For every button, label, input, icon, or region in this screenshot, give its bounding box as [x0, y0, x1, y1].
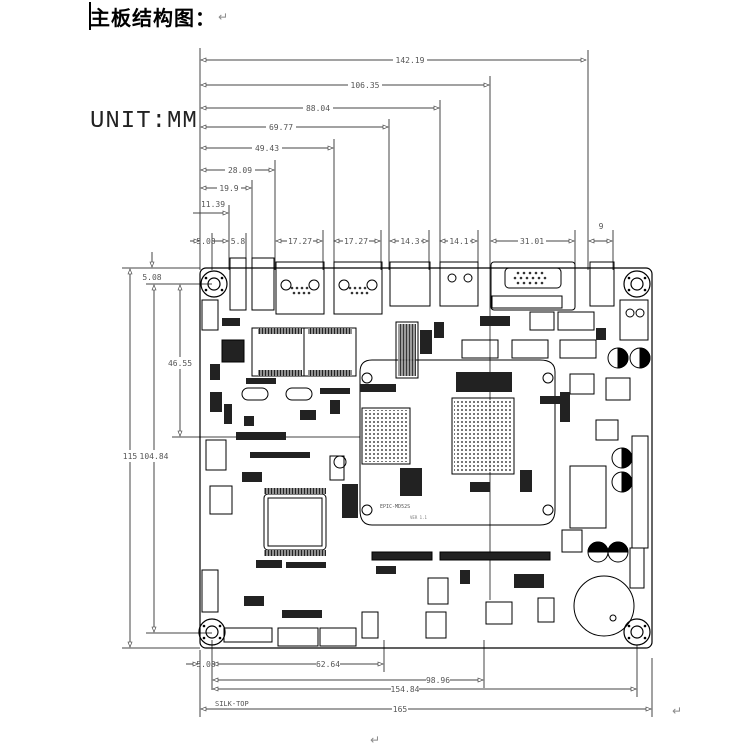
inductor-1 — [569, 373, 595, 395]
switch — [329, 455, 345, 481]
board-version-label: VER 1.1 — [410, 515, 427, 520]
text-cursor — [89, 2, 91, 30]
dim-62-64: 62.64 — [316, 660, 340, 669]
dim-154-84: 154.84 — [391, 685, 420, 694]
pin-header-right-small — [629, 547, 645, 589]
dim-88-04: 88.04 — [306, 104, 330, 113]
header-left-mid — [205, 439, 227, 471]
memory-slot-2 — [303, 327, 357, 377]
dim-14-3: 14.3 — [400, 237, 419, 246]
board-model-label: EPIC-MD52S — [380, 504, 410, 510]
mounting-hole-bl — [198, 618, 226, 646]
inductor-2 — [605, 377, 631, 401]
dim-165: 165 — [393, 705, 408, 714]
pin-header-right — [631, 435, 649, 549]
bottom-inductor-2 — [427, 577, 449, 605]
paragraph-mark: ↵ — [370, 733, 381, 747]
bottom-regulator — [485, 601, 513, 625]
vga-pins — [513, 271, 547, 285]
bga-chip-cpu — [451, 397, 515, 475]
crystal-1 — [241, 387, 269, 401]
mounting-hole-tr — [623, 270, 651, 298]
board-outline — [198, 267, 653, 649]
rj45-port-1 — [275, 261, 325, 315]
dim-17-27-a: 17.27 — [288, 237, 312, 246]
power-connector — [619, 299, 649, 341]
dim-5-08-left: 5.08 — [142, 273, 161, 282]
inductor-4 — [595, 419, 619, 441]
inductor-5 — [561, 529, 583, 553]
dim-5-8: 5.8 — [231, 237, 246, 246]
dim-104-84: 104.84 — [140, 452, 169, 461]
audio-jack-2 — [251, 257, 275, 311]
expansion-slot-1 — [371, 551, 433, 561]
bottom-connector-1 — [223, 627, 273, 643]
page-title: 主板结构图： — [90, 6, 216, 30]
com-header-3 — [559, 339, 597, 359]
mounting-hole-br — [623, 618, 651, 646]
paragraph-mark: ↵ — [218, 10, 229, 24]
lvds-connector — [395, 321, 419, 379]
com-header-2 — [511, 339, 549, 359]
usb-port-1 — [389, 261, 431, 307]
cmos-battery — [573, 575, 635, 637]
dim-142-19: 142.19 — [396, 56, 425, 65]
io-connectors — [229, 257, 649, 341]
expansion-slot-2 — [439, 551, 551, 561]
dim-46-55: 46.55 — [168, 359, 192, 368]
dim-31-01: 31.01 — [520, 237, 544, 246]
bottom-header-2 — [319, 627, 357, 647]
dc-jack — [589, 261, 615, 307]
dim-106-35: 106.35 — [351, 81, 380, 90]
bottom-inductor-1 — [425, 611, 447, 639]
bottom-component — [361, 611, 379, 639]
header-top-1 — [529, 311, 555, 331]
dim-5-08-bottom: 5.08 — [196, 660, 215, 669]
silk-top-label: SILK-TOP — [215, 700, 249, 708]
unit-label: UNIT:MM — [90, 108, 198, 135]
dim-28-09: 28.09 — [228, 166, 252, 175]
usb-port-2 — [439, 261, 479, 307]
dim-5-08-top: 5.08 — [196, 237, 215, 246]
dim-19-9: 19.9 — [219, 184, 238, 193]
com-header-1 — [461, 339, 499, 359]
capacitors — [587, 347, 651, 563]
paragraph-mark: ↵ — [672, 704, 683, 718]
inductor-3 — [569, 465, 607, 529]
rj45-pins-1 — [290, 286, 311, 295]
bga-chip-northbridge — [361, 407, 411, 465]
rj45-pins-2 — [348, 286, 369, 295]
dim-98-96: 98.96 — [426, 676, 450, 685]
dim-14-1: 14.1 — [449, 237, 468, 246]
eeprom-socket — [209, 485, 233, 515]
memory-slot-1 — [251, 327, 305, 377]
vga-port — [490, 261, 576, 311]
smd-components — [210, 316, 606, 618]
cpu-module — [359, 359, 556, 526]
dim-49-43: 49.43 — [255, 144, 279, 153]
dim-69-77: 69.77 — [269, 123, 293, 132]
dim-115: 115 — [123, 452, 138, 461]
bottom-chip — [537, 597, 555, 623]
header-left-bottom — [201, 569, 219, 613]
mounting-hole-tl — [200, 270, 228, 298]
pin-header-long — [491, 295, 563, 309]
bottom-dimensions: 5.08 62.64 98.96 154.84 165 SILK-TOP — [186, 640, 653, 717]
crystal-2 — [285, 387, 313, 401]
dim-9: 9 — [599, 222, 604, 231]
top-dimensions: 142.19 106.35 88.04 69.77 49.43 28.09 19… — [190, 48, 614, 600]
dim-11-39: 11.39 — [201, 200, 225, 209]
audio-jack-1 — [229, 257, 247, 311]
header-left-top — [201, 299, 219, 331]
header-top-2 — [557, 311, 595, 331]
dim-17-27-b: 17.27 — [344, 237, 368, 246]
superio-chip — [221, 339, 245, 363]
bottom-header-1 — [277, 627, 319, 647]
rj45-port-2 — [333, 261, 383, 315]
